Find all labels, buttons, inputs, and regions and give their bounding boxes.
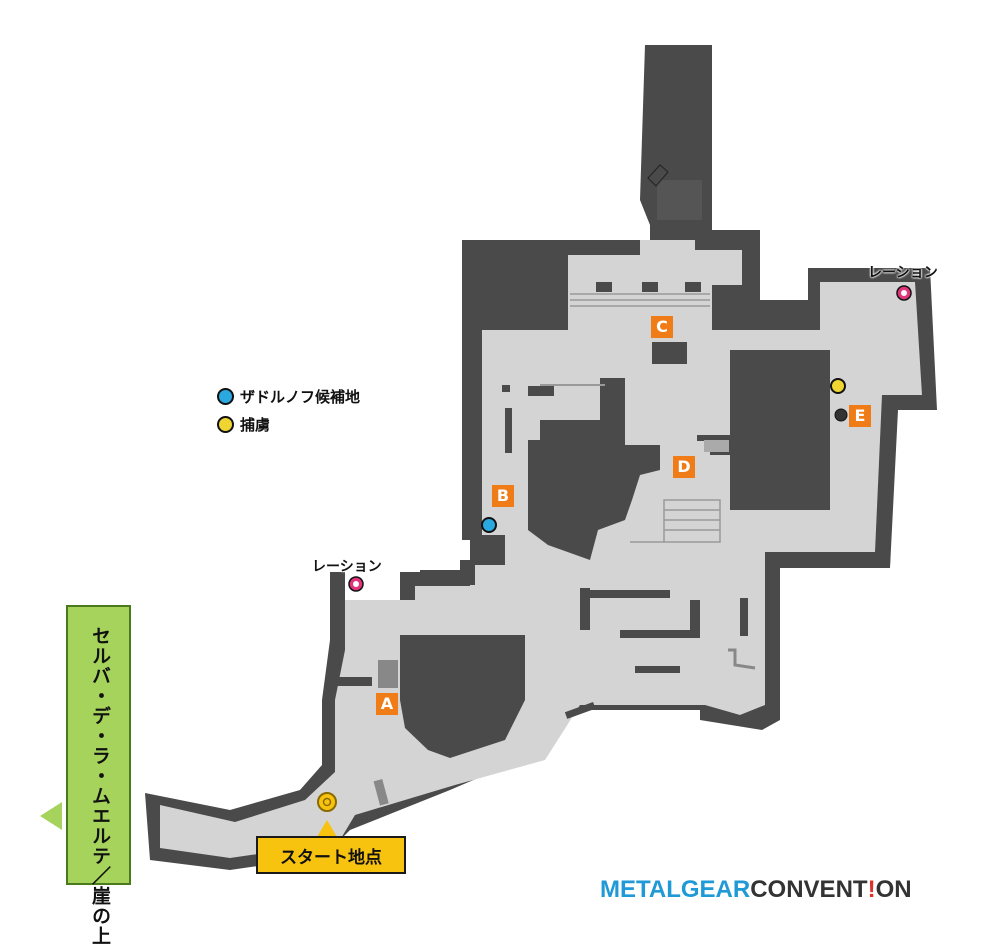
stairs-center — [630, 499, 721, 543]
floor-area — [160, 240, 922, 858]
exit-area-label: セルバ・デ・ラ・ムエルテ／崖の上 — [89, 626, 111, 946]
point-e-tag: E — [849, 405, 871, 427]
legend-item-zadornov: ザドルノフ候補地 — [217, 382, 360, 410]
object-marker — [834, 408, 848, 422]
brand-on: ON — [875, 876, 912, 903]
ration-label-1: レーション — [868, 265, 938, 281]
exit-arrow-icon[interactable] — [40, 802, 62, 830]
legend-label-zadornov: ザドルノフ候補地 — [240, 387, 361, 406]
map-legend: ザドルノフ候補地 捕虜 — [217, 382, 360, 438]
zadornov-candidate-marker[interactable] — [481, 517, 497, 533]
ration-label-2: レーション — [312, 559, 382, 575]
zadornov-legend-icon — [217, 387, 234, 405]
legend-label-prisoner: 捕虜 — [240, 415, 271, 434]
brand-metalgear: METALGEAR — [600, 876, 751, 903]
building-east — [710, 350, 830, 510]
point-b-tag: B — [492, 485, 514, 507]
point-a-tag: A — [376, 693, 398, 715]
point-d-tag: D — [673, 456, 695, 478]
brand-exclaim: ! — [867, 876, 876, 903]
exit-area-box[interactable] — [66, 605, 131, 885]
legend-item-prisoner: 捕虜 — [217, 410, 360, 438]
building-west — [528, 378, 660, 560]
stairs-north — [570, 293, 710, 307]
building-south — [400, 635, 525, 758]
point-c-tag: C — [651, 316, 673, 338]
start-callout-pointer — [317, 820, 337, 837]
prisoner-marker[interactable] — [830, 378, 846, 394]
prisoner-legend-icon — [217, 415, 234, 433]
start-point-marker[interactable] — [317, 792, 337, 812]
start-point-label[interactable]: スタート地点 — [256, 836, 406, 874]
brand-logo: METALGEARCONVENT!ON — [600, 876, 912, 904]
brand-convent: CONVENT — [750, 876, 868, 903]
